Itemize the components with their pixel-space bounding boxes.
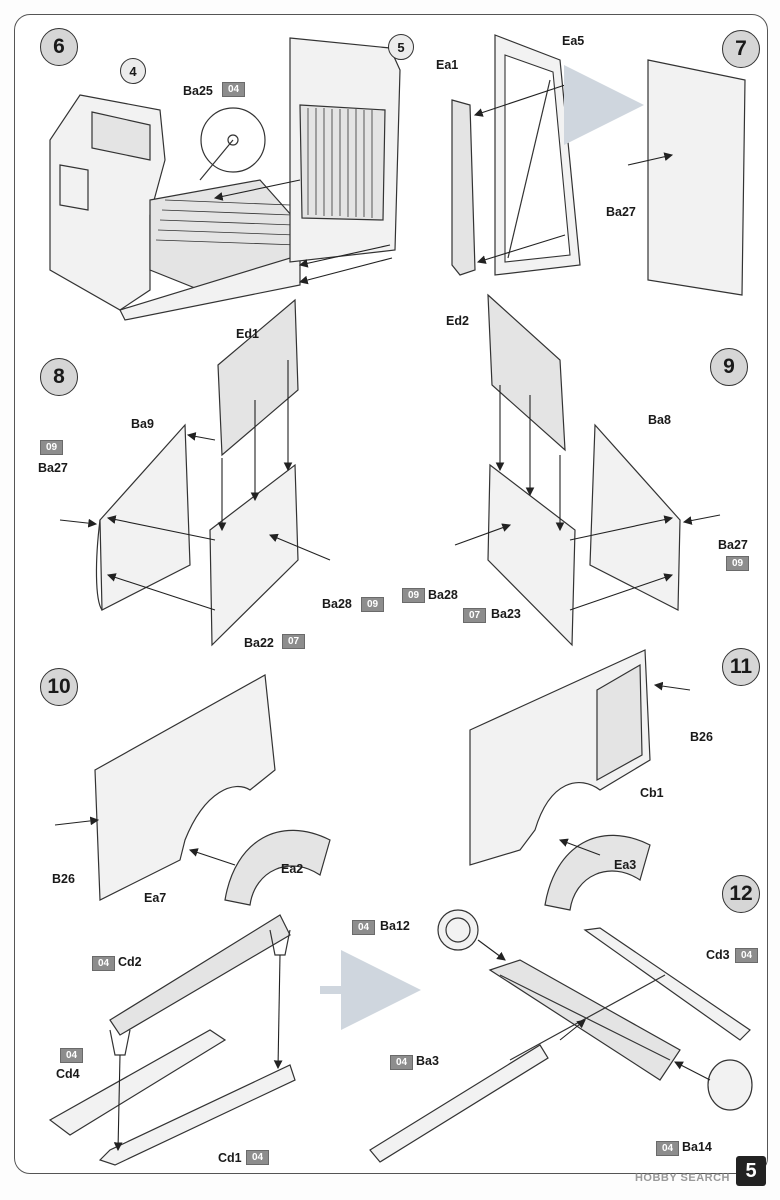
- part-label-ea3: Ea3: [614, 858, 637, 872]
- paint-tag-cd3: 04: [735, 948, 759, 963]
- paint-tag-ba12: 04: [352, 920, 376, 935]
- part-label-ba8: Ba8: [648, 413, 671, 427]
- part-label-b26-step10: B26: [52, 872, 75, 886]
- step-10-number: 10: [47, 675, 71, 698]
- callout-5-text: 5: [397, 39, 405, 55]
- step-7-number: 7: [735, 37, 747, 60]
- part-label-ba12: Ba12: [380, 919, 410, 933]
- paint-tag-ba28-step9: 09: [402, 588, 426, 603]
- part-label-ba27-step9: Ba27: [718, 538, 748, 552]
- page-number: 5: [736, 1156, 766, 1186]
- step-8-number: 8: [53, 365, 65, 388]
- part-label-ea7: Ea7: [144, 891, 167, 905]
- step11-drawing: [469, 649, 691, 911]
- callout-step-4: 4: [120, 58, 146, 84]
- step-10-badge: 10: [40, 668, 78, 706]
- part-label-ba27-step7: Ba27: [606, 205, 636, 219]
- paint-tag-cd1: 04: [246, 1150, 270, 1165]
- part-label-cb1: Cb1: [640, 786, 664, 800]
- step-8-badge: 8: [40, 358, 78, 396]
- paint-tag-ba27-step8: 09: [40, 440, 64, 455]
- step9-drawing: [454, 293, 721, 647]
- part-label-cd3: Cd3: [706, 948, 730, 962]
- step-7-badge: 7: [722, 30, 760, 68]
- paint-tag-cd2: 04: [92, 956, 116, 971]
- paint-tag-ba25: 04: [222, 82, 246, 97]
- callout-4-text: 4: [129, 63, 137, 79]
- part-label-ba3: Ba3: [416, 1054, 439, 1068]
- step-6-number: 6: [53, 35, 65, 58]
- watermark-text: HOBBY SEARCH: [634, 1172, 730, 1184]
- step-11-number: 11: [729, 655, 753, 678]
- part-label-ba23: Ba23: [491, 607, 521, 621]
- step-9-badge: 9: [710, 348, 748, 386]
- step-12-number: 12: [729, 882, 753, 905]
- paint-tag-ba22: 07: [282, 634, 306, 649]
- step-11-badge: 11: [722, 648, 760, 686]
- paint-tag-ba28-step8: 09: [361, 597, 385, 612]
- part-label-ba25: Ba25: [183, 84, 213, 98]
- paint-tag-ba14: 04: [656, 1141, 680, 1156]
- part-label-ba28-step8: Ba28: [322, 597, 352, 611]
- paint-tag-ba27-step9: 09: [726, 556, 750, 571]
- part-label-ed1: Ed1: [236, 327, 259, 341]
- part-label-cd4: Cd4: [56, 1067, 80, 1081]
- part-label-ba28-step9: Ba28: [428, 588, 458, 602]
- step10-drawing: [54, 674, 331, 906]
- paint-tag-cd4: 04: [60, 1048, 84, 1063]
- part-label-ba14: Ba14: [682, 1140, 712, 1154]
- step7-drawing: [451, 34, 746, 296]
- step12-right-drawing: [369, 909, 753, 1163]
- step8-drawing: [59, 298, 331, 647]
- part-label-ea1: Ea1: [436, 58, 459, 72]
- part-label-ea2: Ea2: [281, 862, 304, 876]
- part-label-ed2: Ed2: [446, 314, 469, 328]
- step-9-number: 9: [723, 355, 735, 378]
- page-number-text: 5: [745, 1159, 757, 1182]
- part-label-ea5: Ea5: [562, 34, 585, 48]
- step-6-badge: 6: [40, 28, 78, 66]
- paint-tag-ba3: 04: [390, 1055, 414, 1070]
- part-label-ba9: Ba9: [131, 417, 154, 431]
- part-label-cd2: Cd2: [118, 955, 142, 969]
- part-label-ba22: Ba22: [244, 636, 274, 650]
- callout-step-5: 5: [388, 34, 414, 60]
- part-label-ba27-step8: Ba27: [38, 461, 68, 475]
- step-12-badge: 12: [722, 875, 760, 913]
- step12-left-drawing: [48, 914, 421, 1166]
- part-label-b26-step11: B26: [690, 730, 713, 744]
- paint-tag-ba23: 07: [463, 608, 487, 623]
- step6-drawing: [49, 37, 401, 321]
- part-label-cd1: Cd1: [218, 1151, 242, 1165]
